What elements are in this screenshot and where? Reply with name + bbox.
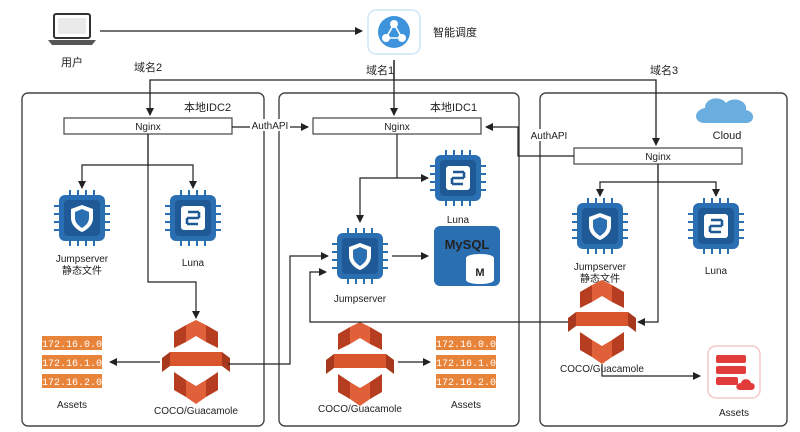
ip-list-idc2: 172.16.0.0 172.16.1.0 172.16.2.0 xyxy=(42,336,102,389)
assets-cloud-label: Assets xyxy=(719,408,749,419)
luna-cloud-icon xyxy=(688,198,744,254)
edge-cloud-nginx-static xyxy=(596,164,659,197)
coco-idc1-icon xyxy=(326,322,394,406)
luna-cloud-label: Luna xyxy=(705,266,728,277)
assets-idc1-label: Assets xyxy=(451,400,481,411)
edge-domain-3 xyxy=(394,79,660,146)
jumpserver-static-idc2-label-2: 静态文件 xyxy=(62,264,102,277)
domain-label-2: 域名2 xyxy=(134,60,162,74)
jumpserver-static-cloud-icon xyxy=(572,198,628,254)
scheduler-icon xyxy=(367,9,421,55)
svg-text:M: M xyxy=(475,267,484,279)
luna-idc1-icon xyxy=(430,150,486,206)
ip-idc2-1: 172.16.1.0 xyxy=(42,359,102,370)
user-label: 用户 xyxy=(61,55,83,69)
scheduler-label: 智能调度 xyxy=(433,25,477,39)
ip-idc1-2: 172.16.2.0 xyxy=(436,378,496,389)
authapi-label-cloud: AuthAPI xyxy=(531,131,568,142)
edge-idc2-nginx-static xyxy=(78,134,149,189)
coco-idc1-label: COCO/Guacamole xyxy=(318,404,402,415)
edge-idc1-nginx-luna xyxy=(396,134,429,182)
region-title-idc2: 本地IDC2 xyxy=(184,100,231,114)
server-assets-icon xyxy=(707,345,761,399)
jumpserver-static-cloud-label-1: Jumpserver xyxy=(574,262,627,273)
edge-idc2-coco-jumpserver xyxy=(228,252,329,365)
domain-label-1: 域名1 xyxy=(366,63,394,77)
edge-cloud-nginx-luna xyxy=(658,181,720,197)
authapi-label-idc2: AuthAPI xyxy=(252,121,289,132)
jumpserver-idc1-icon xyxy=(332,228,388,284)
mysql-label: MySQL xyxy=(445,237,490,252)
ip-list-idc1: 172.16.0.0 172.16.1.0 172.16.2.0 xyxy=(436,336,496,389)
ip-idc2-0: 172.16.0.0 xyxy=(42,340,102,351)
edge-cloud-coco-assets xyxy=(601,364,701,380)
region-idc1-box xyxy=(278,92,520,427)
ip-idc1-0: 172.16.0.0 xyxy=(436,340,496,351)
region-title-cloud: Cloud xyxy=(713,130,742,142)
luna-idc2-label: Luna xyxy=(182,258,205,269)
edge-authapi-cloud xyxy=(485,123,574,157)
jumpserver-static-idc2-icon xyxy=(54,190,110,246)
ip-idc1-1: 172.16.1.0 xyxy=(436,359,496,370)
domain-label-3: 域名3 xyxy=(650,63,678,77)
laptop-icon xyxy=(47,13,97,46)
coco-idc2-icon xyxy=(162,320,230,404)
edge-idc2-nginx-luna xyxy=(148,164,197,189)
jumpserver-static-cloud-label-2: 静态文件 xyxy=(580,272,620,285)
cloud-icon xyxy=(696,98,754,123)
mysql-icon: MySQL M xyxy=(434,226,500,286)
edge-idc1-nginx-jumpserver xyxy=(356,177,397,223)
assets-idc2-label: Assets xyxy=(57,400,87,411)
coco-idc2-label: COCO/Guacamole xyxy=(154,406,238,417)
luna-idc1-label: Luna xyxy=(447,215,470,226)
nginx-idc2-label: Nginx xyxy=(135,122,161,133)
jumpserver-idc1-label: Jumpserver xyxy=(334,294,387,305)
ip-idc2-2: 172.16.2.0 xyxy=(42,378,102,389)
coco-cloud-icon xyxy=(568,280,636,364)
region-idc2-box xyxy=(21,92,265,427)
nginx-idc1-label: Nginx xyxy=(384,122,410,133)
edge-idc2-nginx-coco xyxy=(147,134,200,319)
region-cloud-box xyxy=(539,92,788,427)
jumpserver-static-idc2-label-1: Jumpserver xyxy=(56,254,109,265)
luna-idc2-icon xyxy=(165,190,221,246)
nginx-cloud-label: Nginx xyxy=(645,152,671,163)
region-title-idc1: 本地IDC1 xyxy=(430,100,477,114)
edge-cloud-coco-jumpserver xyxy=(309,268,578,323)
edge-cloud-nginx-coco xyxy=(637,164,659,326)
